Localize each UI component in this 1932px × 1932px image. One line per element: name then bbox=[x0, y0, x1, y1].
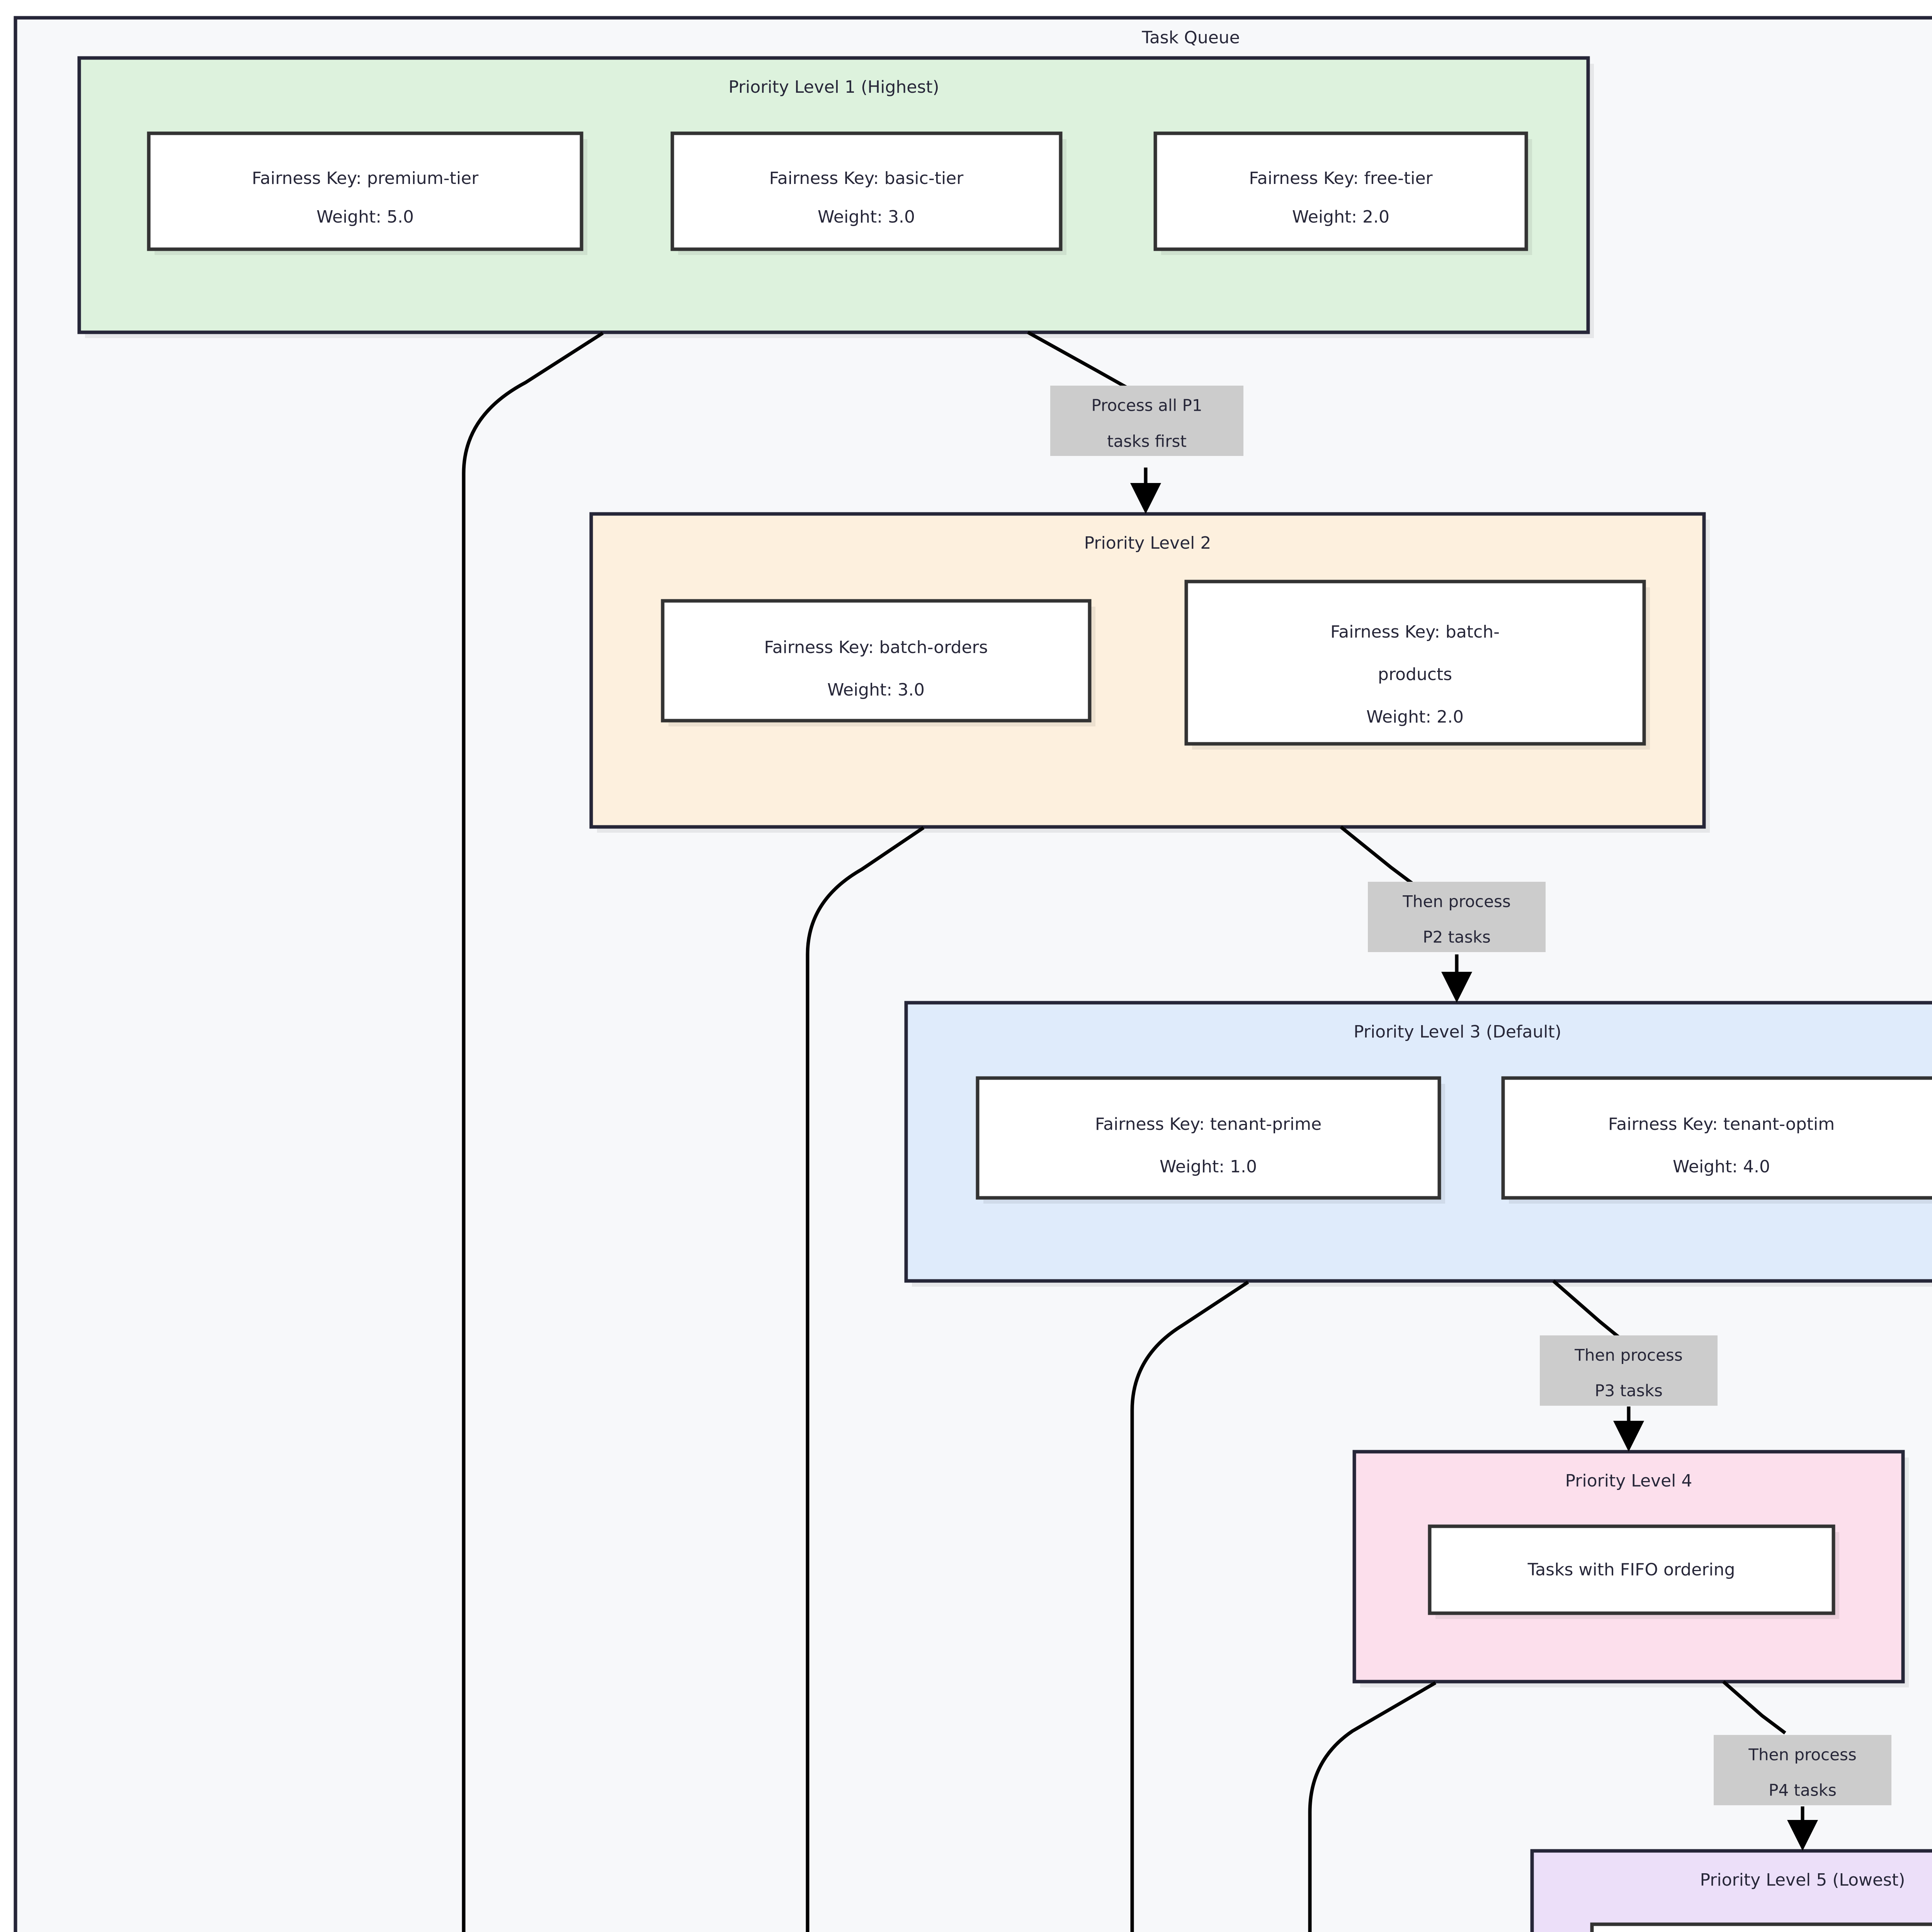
fairness-node-tenant-optim[interactable] bbox=[1501, 1076, 1932, 1200]
edge-p4-to-workers bbox=[1308, 1681, 1437, 1932]
edge-p3-to-p4 bbox=[1552, 1279, 1622, 1340]
edge-label-p3-p4-bg bbox=[1540, 1335, 1718, 1406]
edge-p2-to-workers bbox=[806, 826, 925, 1932]
page-title: Task Queue bbox=[1141, 28, 1240, 48]
fifo-node-p4[interactable] bbox=[1428, 1524, 1835, 1615]
edge-label-p3-p4-line1: Then process bbox=[1574, 1346, 1682, 1365]
priority-level-2-title: Priority Level 2 bbox=[1084, 533, 1211, 553]
fairness-key-label: Fairness Key: batch- bbox=[1330, 622, 1500, 642]
fairness-key-label: Fairness Key: batch-orders bbox=[764, 638, 988, 657]
fairness-key-label: Fairness Key: basic-tier bbox=[769, 168, 964, 188]
edge-p4-to-p5 bbox=[1722, 1680, 1786, 1735]
edge-label-p2-p3-bg bbox=[1368, 882, 1546, 952]
arrowhead-p1-p2 bbox=[1130, 483, 1161, 514]
edge-label-p3-p4-line2: P3 tasks bbox=[1595, 1381, 1663, 1400]
priority-level-4-title: Priority Level 4 bbox=[1565, 1471, 1692, 1491]
edge-p3-to-workers bbox=[1130, 1281, 1249, 1932]
edge-label-p2-p3-line2: P2 tasks bbox=[1423, 928, 1491, 947]
fifo-node-p5[interactable] bbox=[1590, 1922, 1932, 1932]
fairness-weight-label: Weight: 3.0 bbox=[818, 207, 915, 227]
edge-label-p4-p5-line2: P4 tasks bbox=[1769, 1781, 1837, 1800]
priority-level-3-title: Priority Level 3 (Default) bbox=[1354, 1022, 1561, 1042]
fairness-key-label: Fairness Key: free-tier bbox=[1249, 168, 1433, 188]
edge-label-p4-p5-bg bbox=[1714, 1735, 1891, 1805]
fairness-node-batch-products[interactable] bbox=[1184, 580, 1646, 746]
fairness-key-label: Fairness Key: tenant-prime bbox=[1095, 1114, 1321, 1134]
edge-p2-to-p3 bbox=[1340, 825, 1415, 886]
fairness-weight-label: Weight: 2.0 bbox=[1292, 207, 1389, 227]
edge-label-p4-p5-line1: Then process bbox=[1748, 1745, 1856, 1764]
fairness-weight-label: Weight: 4.0 bbox=[1673, 1157, 1770, 1177]
fairness-node-free-tier[interactable] bbox=[1153, 131, 1528, 251]
fairness-node-premium-tier[interactable] bbox=[147, 131, 583, 251]
fairness-key-label: Fairness Key: premium-tier bbox=[252, 168, 479, 188]
priority-level-5-container bbox=[1530, 1849, 1932, 1932]
fairness-node-basic-tier[interactable] bbox=[670, 131, 1063, 251]
fairness-key-label-cont: products bbox=[1378, 665, 1452, 684]
priority-level-5-title: Priority Level 5 (Lowest) bbox=[1700, 1870, 1905, 1890]
arrowhead-p2-p3 bbox=[1441, 972, 1472, 1003]
arrowhead-p3-p4 bbox=[1613, 1421, 1644, 1452]
edge-label-p2-p3-line1: Then process bbox=[1402, 892, 1510, 911]
fairness-weight-label: Weight: 1.0 bbox=[1160, 1157, 1257, 1177]
fairness-weight-label: Weight: 2.0 bbox=[1366, 707, 1464, 727]
edge-p1-to-p2 bbox=[1027, 331, 1129, 390]
fairness-weight-label: Weight: 5.0 bbox=[316, 207, 414, 227]
fairness-key-label: Fairness Key: tenant-optim bbox=[1608, 1114, 1835, 1134]
priority-level-1-title: Priority Level 1 (Highest) bbox=[728, 77, 939, 97]
edge-label-p1-p2-line2: tasks first bbox=[1107, 432, 1187, 451]
fairness-node-batch-orders[interactable] bbox=[661, 599, 1092, 723]
edge-p1-to-workers bbox=[462, 332, 604, 1932]
edge-label-p1-p2-line1: Process all P1 bbox=[1091, 396, 1202, 415]
arrowhead-p4-p5 bbox=[1787, 1820, 1818, 1851]
edge-label-p1-p2-bg bbox=[1050, 386, 1243, 456]
fairness-node-tenant-prime[interactable] bbox=[976, 1076, 1441, 1200]
fairness-weight-label: Weight: 3.0 bbox=[827, 680, 925, 700]
fifo-label: Tasks with FIFO ordering bbox=[1527, 1560, 1735, 1580]
